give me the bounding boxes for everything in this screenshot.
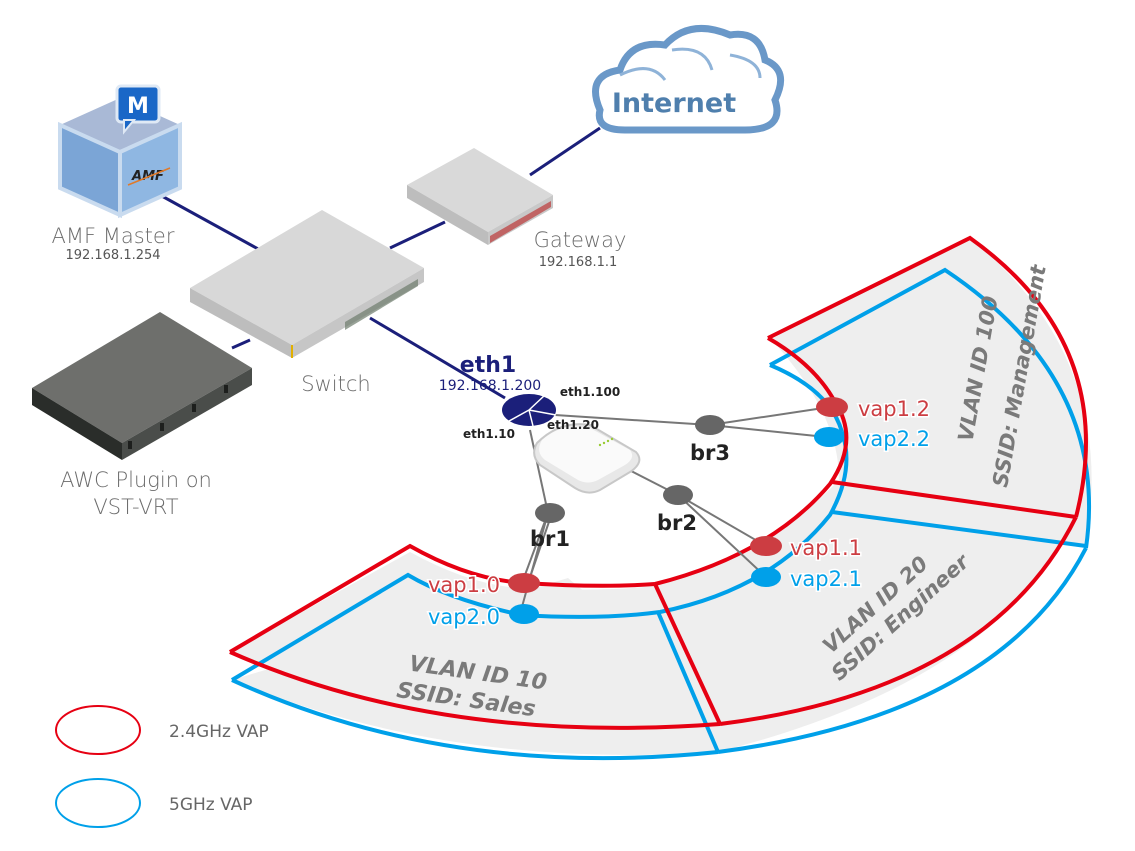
- access-point-device[interactable]: [533, 423, 641, 494]
- eth1-interface-node[interactable]: [499, 394, 557, 427]
- gateway-device[interactable]: [407, 148, 553, 245]
- subinterface-eth1-10: eth1.10: [463, 427, 515, 441]
- uplinks: [159, 126, 601, 400]
- gateway-label: Gateway: [534, 228, 627, 252]
- awc-label-line1: AWC Plugin on: [60, 468, 212, 492]
- svg-text:M: M: [127, 94, 149, 119]
- switch-device[interactable]: [190, 210, 424, 358]
- legend: 2.4GHz VAP 5GHz VAP: [55, 705, 269, 828]
- awc-server-device[interactable]: [32, 312, 252, 460]
- vap-label-1-0: vap1.0: [428, 573, 500, 597]
- legend-label-5ghz: 5GHz VAP: [169, 795, 253, 815]
- gateway-ip: 192.168.1.1: [539, 255, 618, 270]
- bridge-node-br2[interactable]: [663, 485, 693, 505]
- bridge-links: [519, 406, 831, 615]
- link-switch-eth1: [369, 316, 506, 400]
- vap-label-2-0: vap2.0: [428, 605, 500, 629]
- switch-label: Switch: [301, 372, 370, 396]
- band-24ghz-outline: [228, 235, 1088, 730]
- vap-label-1-1: vap1.1: [790, 536, 862, 560]
- sector-vlan100-fill: [770, 238, 1092, 548]
- link-switch-awc: [231, 338, 251, 350]
- eth1-ip: 192.168.1.200: [439, 378, 541, 394]
- legend-swatch-24ghz: [55, 705, 141, 755]
- link-amf-switch: [159, 193, 261, 252]
- vlan-sectors: [228, 235, 1092, 761]
- vap-node-2-0[interactable]: [509, 604, 539, 624]
- subinterface-eth1-100: eth1.100: [560, 385, 620, 399]
- sector-24ghz-vlan10: [230, 552, 720, 731]
- bridge-node-br1[interactable]: [535, 503, 565, 523]
- awc-label-line2: VST-VRT: [93, 495, 178, 519]
- amf-master-label: AMF Master: [52, 224, 175, 248]
- bridge-label-br3: br3: [690, 441, 730, 465]
- subinterface-eth1-20: eth1.20: [547, 418, 599, 432]
- vap-node-1-2[interactable]: [816, 397, 848, 417]
- bridge-node-br3[interactable]: [695, 415, 725, 435]
- legend-swatch-5ghz: [55, 778, 141, 828]
- vap-label-2-1: vap2.1: [790, 567, 862, 591]
- band-5ghz-outline: [230, 267, 1091, 761]
- eth1-label: eth1: [460, 353, 516, 378]
- vap-nodes: [508, 397, 848, 624]
- bridge-nodes: [535, 415, 725, 523]
- amf-master-ip: 192.168.1.254: [65, 248, 160, 263]
- master-badge-icon: M: [115, 84, 161, 135]
- vap-node-2-1[interactable]: [751, 567, 781, 587]
- bridge-label-br1: br1: [530, 527, 570, 551]
- vap-node-1-1[interactable]: [750, 536, 782, 556]
- link-switch-gateway: [389, 220, 446, 250]
- vap-label-1-2: vap1.2: [858, 397, 930, 421]
- internet-cloud: Internet: [592, 25, 785, 134]
- vap-node-1-0[interactable]: [508, 573, 540, 593]
- bridge-label-br2: br2: [657, 511, 697, 535]
- vap-label-2-2: vap2.2: [858, 427, 930, 451]
- amf-master-device[interactable]: AMF M: [58, 84, 182, 219]
- link-gateway-internet: [529, 126, 601, 177]
- internet-label: Internet: [612, 88, 736, 119]
- vap-node-2-2[interactable]: [814, 427, 844, 447]
- legend-label-24ghz: 2.4GHz VAP: [169, 722, 269, 742]
